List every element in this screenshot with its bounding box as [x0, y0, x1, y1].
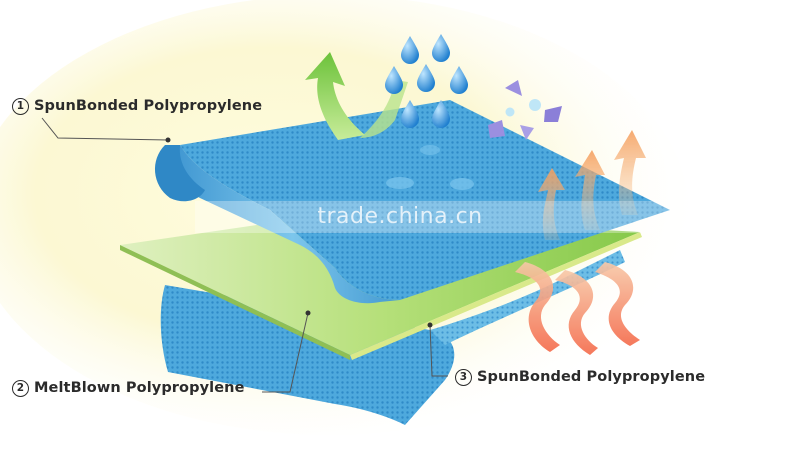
layer-3-text: SpunBonded Polypropylene	[477, 369, 706, 385]
top-layer-roll	[164, 145, 420, 304]
bottom-spunbonded-layer	[160, 285, 455, 425]
layer-2-text: MeltBlown Polypropylene	[34, 380, 245, 396]
particle-icon	[488, 80, 562, 140]
heat-up-arrows	[538, 130, 646, 240]
vapor-arrow-icon	[305, 52, 365, 140]
layer-number-3: 3	[455, 369, 472, 386]
layer-number-2: 2	[12, 380, 29, 397]
leader-lines	[41, 117, 448, 393]
bottom-layer-edge	[430, 250, 625, 345]
label-layer-1: 1 SpunBonded Polypropylene	[12, 98, 262, 115]
label-layer-2: 2 MeltBlown Polypropylene	[12, 380, 245, 397]
layer-1-text: SpunBonded Polypropylene	[34, 98, 263, 114]
top-spunbonded-layer	[180, 100, 670, 300]
layer-number-1: 1	[12, 98, 29, 115]
water-drop-icon	[385, 34, 468, 128]
watermark-band	[195, 201, 670, 233]
heat-wave-icon	[515, 262, 640, 355]
watermark: trade.china.cn	[317, 204, 483, 229]
roll-end	[154, 145, 205, 202]
label-layer-3: 3 SpunBonded Polypropylene	[455, 369, 705, 386]
